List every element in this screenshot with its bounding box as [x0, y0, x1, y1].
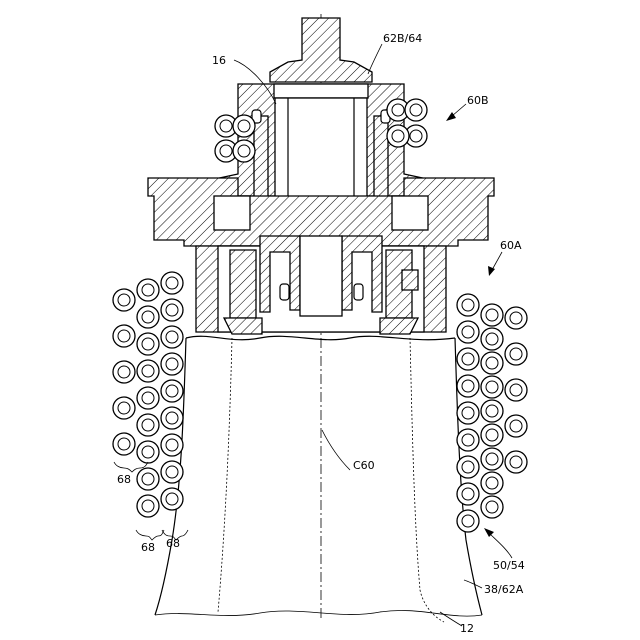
coil-tube-bore: [486, 381, 498, 393]
coil-tube-bore: [462, 488, 474, 500]
label-68-a: 68: [117, 473, 131, 486]
coil-tube-bore: [486, 405, 498, 417]
label-50-54: 50/54: [493, 559, 525, 572]
coil-tube-bore: [166, 331, 178, 343]
coil-tube-bore: [486, 333, 498, 345]
label-68-b: 68: [141, 541, 155, 554]
coil-tube-bore: [118, 330, 130, 342]
coil-tube-bore: [462, 326, 474, 338]
coil-tube-bore: [462, 515, 474, 527]
coil-tube-bore: [166, 466, 178, 478]
coil-tube-bore: [118, 366, 130, 378]
label-60a: 60A: [500, 239, 522, 252]
coil-tube-bore: [118, 438, 130, 450]
coil-tube-bore: [510, 384, 522, 396]
coil-tube-bore: [142, 446, 154, 458]
label-12: 12: [460, 622, 474, 635]
coil-tube-bore: [142, 392, 154, 404]
coil-tube-bore: [510, 312, 522, 324]
coil-tube-bore: [166, 277, 178, 289]
head-assembly: [148, 18, 494, 334]
coil-tube-bore: [486, 309, 498, 321]
coil-tube-bore: [142, 473, 154, 485]
coil-tube-bore: [462, 353, 474, 365]
label-c60: C60: [353, 459, 375, 472]
coil-tube-bore: [166, 385, 178, 397]
coil-tube-bore: [462, 407, 474, 419]
coil-tube-bore: [166, 493, 178, 505]
label-38-62a: 38/62A: [484, 583, 524, 596]
coil-tube-bore: [142, 311, 154, 323]
coil-tube-bore: [142, 284, 154, 296]
coil-tube-bore: [166, 439, 178, 451]
label-68-c: 68: [166, 537, 180, 550]
label-16: 16: [212, 54, 226, 67]
coil-tube-bore: [486, 453, 498, 465]
coil-tube-bore: [510, 348, 522, 360]
coil-tube-bore: [462, 299, 474, 311]
coil-tube-bore: [486, 357, 498, 369]
coil-tube-bore: [166, 412, 178, 424]
coil-tube-bore: [142, 500, 154, 512]
coil-tube-bore: [486, 429, 498, 441]
coil-tube-bore: [486, 477, 498, 489]
lower-coil-right: [457, 294, 527, 532]
coil-tube-bore: [118, 402, 130, 414]
coil-tube-bore: [462, 380, 474, 392]
container-body: [155, 336, 482, 622]
coil-tube-bore: [510, 456, 522, 468]
label-62b-64: 62B/64: [383, 32, 422, 45]
coil-tube-bore: [462, 461, 474, 473]
coil-tube-bore: [486, 501, 498, 513]
coil-tube-bore: [166, 304, 178, 316]
coil-tube-bore: [118, 294, 130, 306]
coil-tube-bore: [142, 365, 154, 377]
coil-tube-bore: [142, 419, 154, 431]
label-60b: 60B: [467, 94, 489, 107]
coil-tube-bore: [142, 338, 154, 350]
coil-tube-bore: [462, 434, 474, 446]
coil-tube-bore: [166, 358, 178, 370]
coil-tube-bore: [510, 420, 522, 432]
